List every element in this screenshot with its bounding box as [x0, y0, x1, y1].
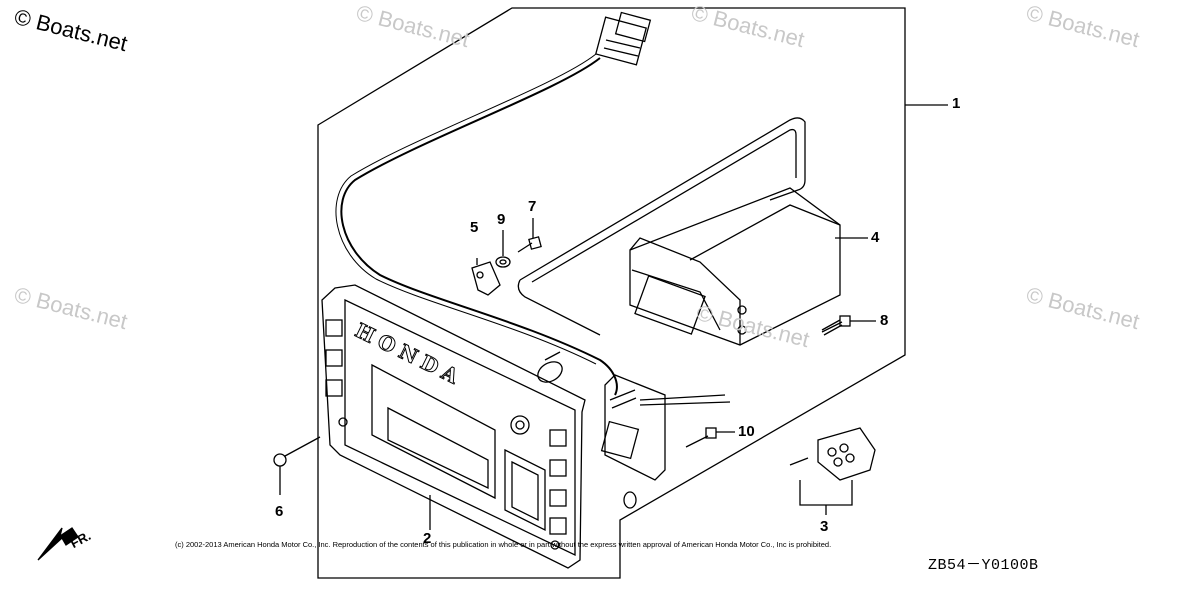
callout-4[interactable]: 4 — [871, 229, 880, 246]
callout-8[interactable]: 8 — [880, 312, 889, 329]
wire-harness — [340, 57, 618, 396]
callout-1[interactable]: 1 — [952, 95, 961, 112]
screw-8 — [821, 315, 876, 336]
wire-harness-inner — [335, 53, 597, 365]
assembly-outline — [317, 7, 906, 579]
callout-9[interactable]: 9 — [497, 211, 506, 228]
direction-arrow — [37, 527, 79, 561]
washer-9 — [495, 230, 511, 268]
cable-tie — [537, 351, 563, 383]
front-panel — [321, 284, 586, 569]
screw-6 — [273, 436, 321, 495]
screw-7 — [517, 218, 542, 253]
screw-10 — [685, 427, 735, 448]
callout-5[interactable]: 5 — [470, 219, 479, 236]
copyright-notice: (c) 2002-2013 American Honda Motor Co., … — [175, 540, 832, 549]
connector-3 — [789, 427, 876, 515]
callout-6[interactable]: 6 — [275, 503, 284, 520]
callout-7[interactable]: 7 — [528, 198, 537, 215]
switch-board — [600, 374, 731, 509]
callout-3[interactable]: 3 — [820, 518, 829, 535]
wire-connector-top — [595, 11, 652, 66]
inner-housing — [629, 187, 841, 346]
diagram-code: ZB54－Y0100B — [928, 557, 1039, 574]
callout-10[interactable]: 10 — [738, 423, 755, 440]
gasket — [517, 117, 806, 336]
clip-5 — [471, 258, 501, 296]
callout-2[interactable]: 2 — [423, 530, 432, 547]
